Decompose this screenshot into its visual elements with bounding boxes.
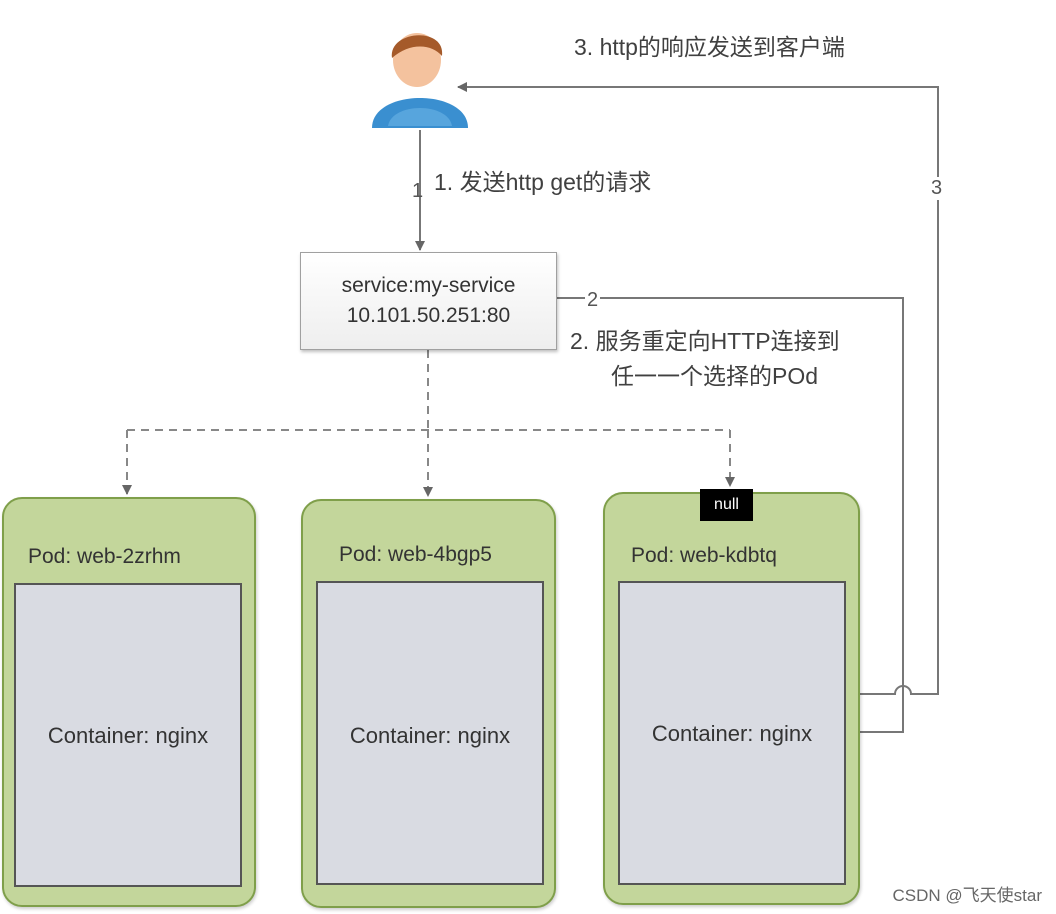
pod-web-2zrhm: Pod: web-2zrhm Container: nginx — [2, 497, 256, 907]
pod-title: Pod: web-4bgp5 — [339, 543, 492, 566]
service-address: 10.101.50.251:80 — [346, 304, 511, 327]
container-box: Container: nginx — [618, 581, 846, 885]
step3-caption: 3. http的响应发送到客户端 — [574, 34, 845, 60]
container-box: Container: nginx — [316, 581, 544, 885]
pod-title: Pod: web-2zrhm — [28, 545, 181, 568]
pod-web-kdbtq: Pod: web-kdbtq Container: nginx — [603, 492, 860, 905]
response-arrow — [457, 82, 939, 695]
pod-web-4bgp5: Pod: web-4bgp5 Container: nginx — [301, 499, 556, 908]
container-label: Container: nginx — [47, 723, 209, 748]
service-name: service:my-service — [341, 274, 516, 297]
pod-fanout-lines — [122, 350, 735, 497]
step1-caption: 1. 发送http get的请求 — [434, 169, 652, 195]
pod-title: Pod: web-kdbtq — [631, 544, 777, 567]
watermark: CSDN @飞天使star — [892, 886, 1043, 905]
service-box: service:my-service 10.101.50.251:80 — [300, 252, 557, 350]
edge-label-3: 3 — [930, 177, 944, 200]
step2-caption-line1: 2. 服务重定向HTTP连接到 — [570, 328, 840, 354]
container-label: Container: nginx — [349, 723, 511, 748]
step2-caption-line2: 任一一个选择的POd — [611, 363, 819, 389]
edge-label-2: 2 — [585, 289, 601, 312]
null-badge: null — [700, 489, 753, 521]
user-icon — [372, 33, 468, 128]
container-box: Container: nginx — [14, 583, 242, 887]
container-label: Container: nginx — [651, 721, 813, 746]
redirect-arrow — [556, 297, 904, 737]
edge-label-1: 1 — [412, 180, 424, 202]
